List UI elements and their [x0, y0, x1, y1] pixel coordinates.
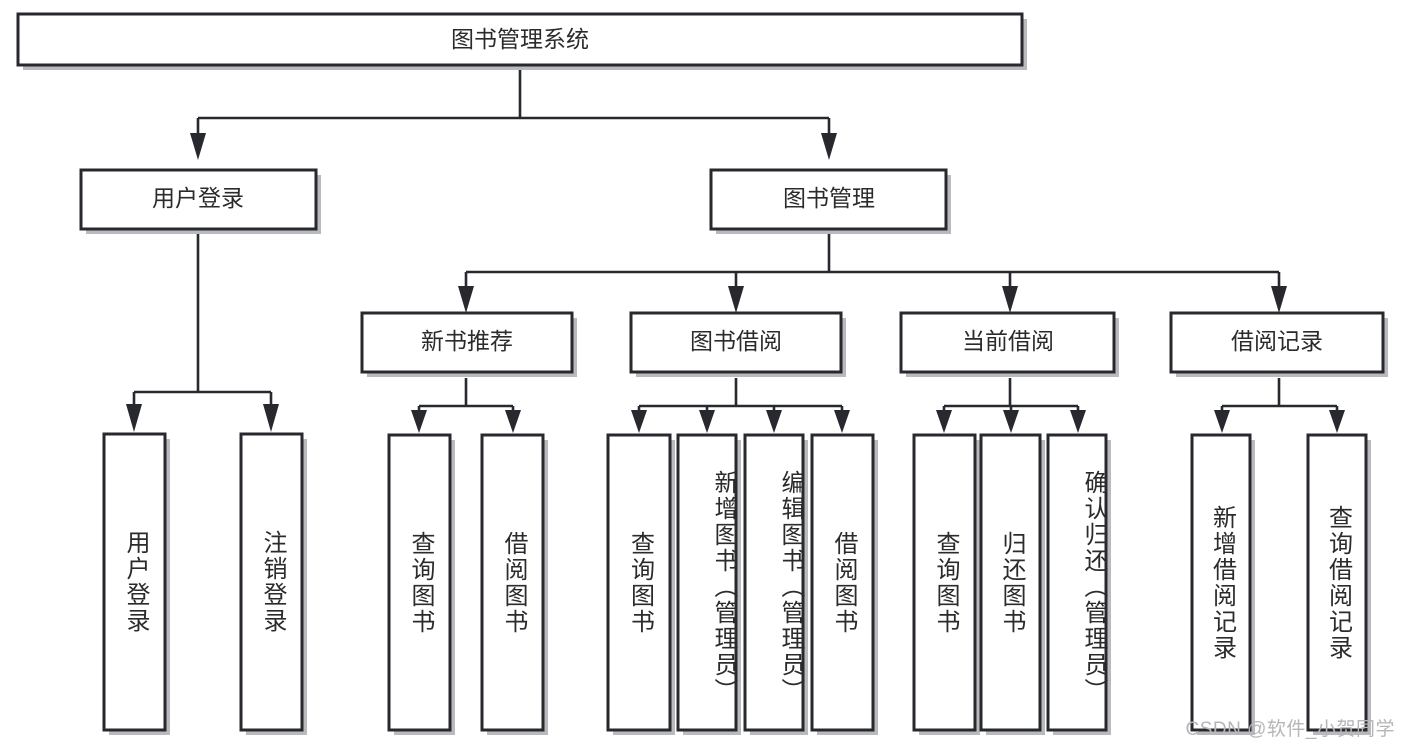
- leaf-node-8-box: [912, 433, 977, 732]
- arrow-head-borrowrecord: [1271, 286, 1287, 313]
- arrow-head-leaf-0: [126, 404, 142, 432]
- arrow-head-leaf-11: [1214, 410, 1230, 433]
- node-book-management[interactable]: 图书管理: [709, 168, 951, 234]
- node-borrow-record-box: [1169, 311, 1385, 374]
- leaf-node-12[interactable]: [1306, 433, 1371, 735]
- node-current-borrow-label: 当前借阅: [962, 328, 1054, 354]
- node-borrow-record-label: 借阅记录: [1231, 328, 1323, 354]
- node-user-login[interactable]: 用户登录: [79, 168, 321, 234]
- leaf-node-10[interactable]: [1046, 433, 1111, 735]
- arrow-head-bookmgmt: [821, 133, 837, 160]
- node-book-management-label: 图书管理: [783, 185, 875, 211]
- node-new-book-recommend-box: [360, 311, 574, 374]
- node-root[interactable]: 图书管理系统: [16, 12, 1027, 70]
- node-root-box: [16, 12, 1024, 67]
- connector-layer: [126, 66, 1345, 433]
- arrow-head-leaf-5: [699, 410, 715, 433]
- leaf-node-4[interactable]: [606, 433, 675, 735]
- leaf-node-0[interactable]: [102, 432, 170, 735]
- node-user-login-label: 用户登录: [152, 185, 244, 211]
- node-borrow-record[interactable]: 借阅记录: [1169, 311, 1388, 377]
- leaf-node-4-box: [606, 433, 672, 732]
- leaf-node-3[interactable]: [480, 433, 548, 735]
- node-book-management-box: [709, 168, 948, 231]
- leaf-node-3-box: [480, 433, 545, 732]
- node-user-login-box: [79, 168, 318, 231]
- node-new-book-recommend-label: 新书推荐: [421, 328, 513, 354]
- leaf-node-6-box: [743, 433, 805, 732]
- node-book-borrow-box: [629, 311, 843, 374]
- arrow-head-leaf-7: [834, 410, 850, 433]
- arrow-head-leaf-2: [411, 410, 427, 433]
- leaf-node-7[interactable]: [810, 433, 878, 735]
- leaf-node-2-box: [387, 433, 452, 732]
- leaf-node-7-box: [810, 433, 875, 732]
- leaf-node-6[interactable]: [743, 433, 808, 735]
- node-current-borrow[interactable]: 当前借阅: [899, 311, 1119, 377]
- leaf-node-9-box: [979, 433, 1042, 732]
- arrow-head-leaf-9: [1003, 410, 1019, 433]
- arrow-head-leaf-6: [766, 410, 782, 433]
- arrow-head-leaf-8: [936, 410, 952, 433]
- leaf-node-12-box: [1306, 433, 1368, 732]
- node-root-label: 图书管理系统: [451, 26, 589, 52]
- node-current-borrow-box: [899, 311, 1116, 374]
- leaf-node-0-box: [102, 432, 167, 732]
- watermark: CSDN @软件_小贺同学: [1185, 719, 1395, 740]
- leaf-node-9[interactable]: [979, 433, 1045, 735]
- arrow-head-newbook: [458, 286, 474, 313]
- node-new-book-recommend[interactable]: 新书推荐: [360, 311, 577, 377]
- arrow-head-leaf-4: [631, 410, 647, 433]
- arrow-head-leaf-12: [1329, 410, 1345, 433]
- arrow-head-userlogin: [190, 133, 206, 160]
- leaf-node-5-box: [676, 433, 738, 732]
- leaf-node-5[interactable]: [676, 433, 741, 735]
- arrow-head-leaf-10: [1070, 410, 1086, 433]
- arrow-head-currentborrow: [1002, 286, 1018, 313]
- node-book-borrow[interactable]: 图书借阅: [629, 311, 846, 377]
- leaf-node-2[interactable]: [387, 433, 455, 735]
- leaf-node-1[interactable]: [239, 432, 307, 735]
- leaf-node-1-box: [239, 432, 304, 732]
- leaf-node-10-box: [1046, 433, 1108, 732]
- arrow-head-leaf-3: [505, 410, 521, 433]
- leaf-node-11-box: [1190, 433, 1252, 732]
- node-book-borrow-label: 图书借阅: [690, 328, 782, 354]
- leaf-node-11[interactable]: [1190, 433, 1255, 735]
- leaf-node-8[interactable]: [912, 433, 980, 735]
- arrow-head-borrowbook: [728, 286, 744, 313]
- arrow-head-leaf-1: [263, 404, 279, 432]
